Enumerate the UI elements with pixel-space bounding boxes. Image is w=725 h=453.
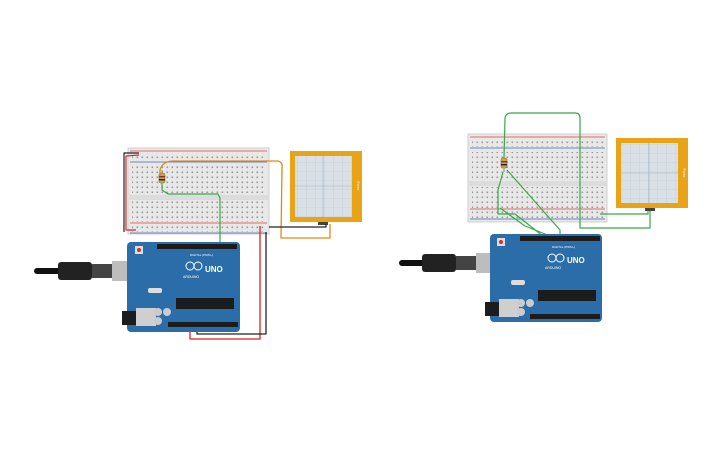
force-sensor[interactable]: Force bbox=[290, 151, 362, 225]
wire-black bbox=[123, 152, 139, 232]
arduino-uno[interactable]: UNO ARDUINO DIGITAL (PWM~) bbox=[485, 234, 602, 322]
resistor[interactable] bbox=[500, 156, 508, 172]
board-model: UNO bbox=[567, 256, 585, 265]
wire-green-resistor bbox=[497, 171, 549, 241]
force-sensor[interactable]: Force bbox=[616, 138, 688, 211]
sensor-label: Force bbox=[356, 182, 360, 191]
board-brand: ARDUINO bbox=[183, 275, 199, 279]
board-model: UNO bbox=[205, 265, 223, 274]
arduino-uno[interactable]: UNO ARDUINO DIGITAL (PWM~) bbox=[122, 242, 240, 332]
wire-black-ground bbox=[269, 224, 327, 228]
board-brand: ARDUINO bbox=[545, 266, 561, 270]
wire-green bbox=[161, 183, 221, 247]
wire-black-gnd bbox=[196, 232, 267, 335]
wire-green-ground bbox=[600, 211, 649, 215]
wire-green-top bbox=[503, 112, 651, 229]
usb-cable bbox=[34, 261, 142, 281]
wire-orange bbox=[159, 160, 331, 239]
wire-red bbox=[125, 154, 140, 231]
digital-label: DIGITAL (PWM~) bbox=[552, 245, 575, 249]
breadboard[interactable] bbox=[467, 133, 608, 223]
wire-red-5v bbox=[189, 226, 261, 340]
left-circuit: Force UNO ARDUINO bbox=[34, 147, 362, 340]
wires bbox=[123, 152, 331, 340]
usb-cable bbox=[399, 253, 506, 273]
digital-label: DIGITAL (PWM~) bbox=[190, 253, 213, 257]
sensor-label: Force bbox=[682, 169, 686, 178]
breadboard[interactable] bbox=[127, 147, 270, 235]
right-circuit: Force UNO ARDUINO DIGITAL (PW bbox=[399, 112, 688, 322]
